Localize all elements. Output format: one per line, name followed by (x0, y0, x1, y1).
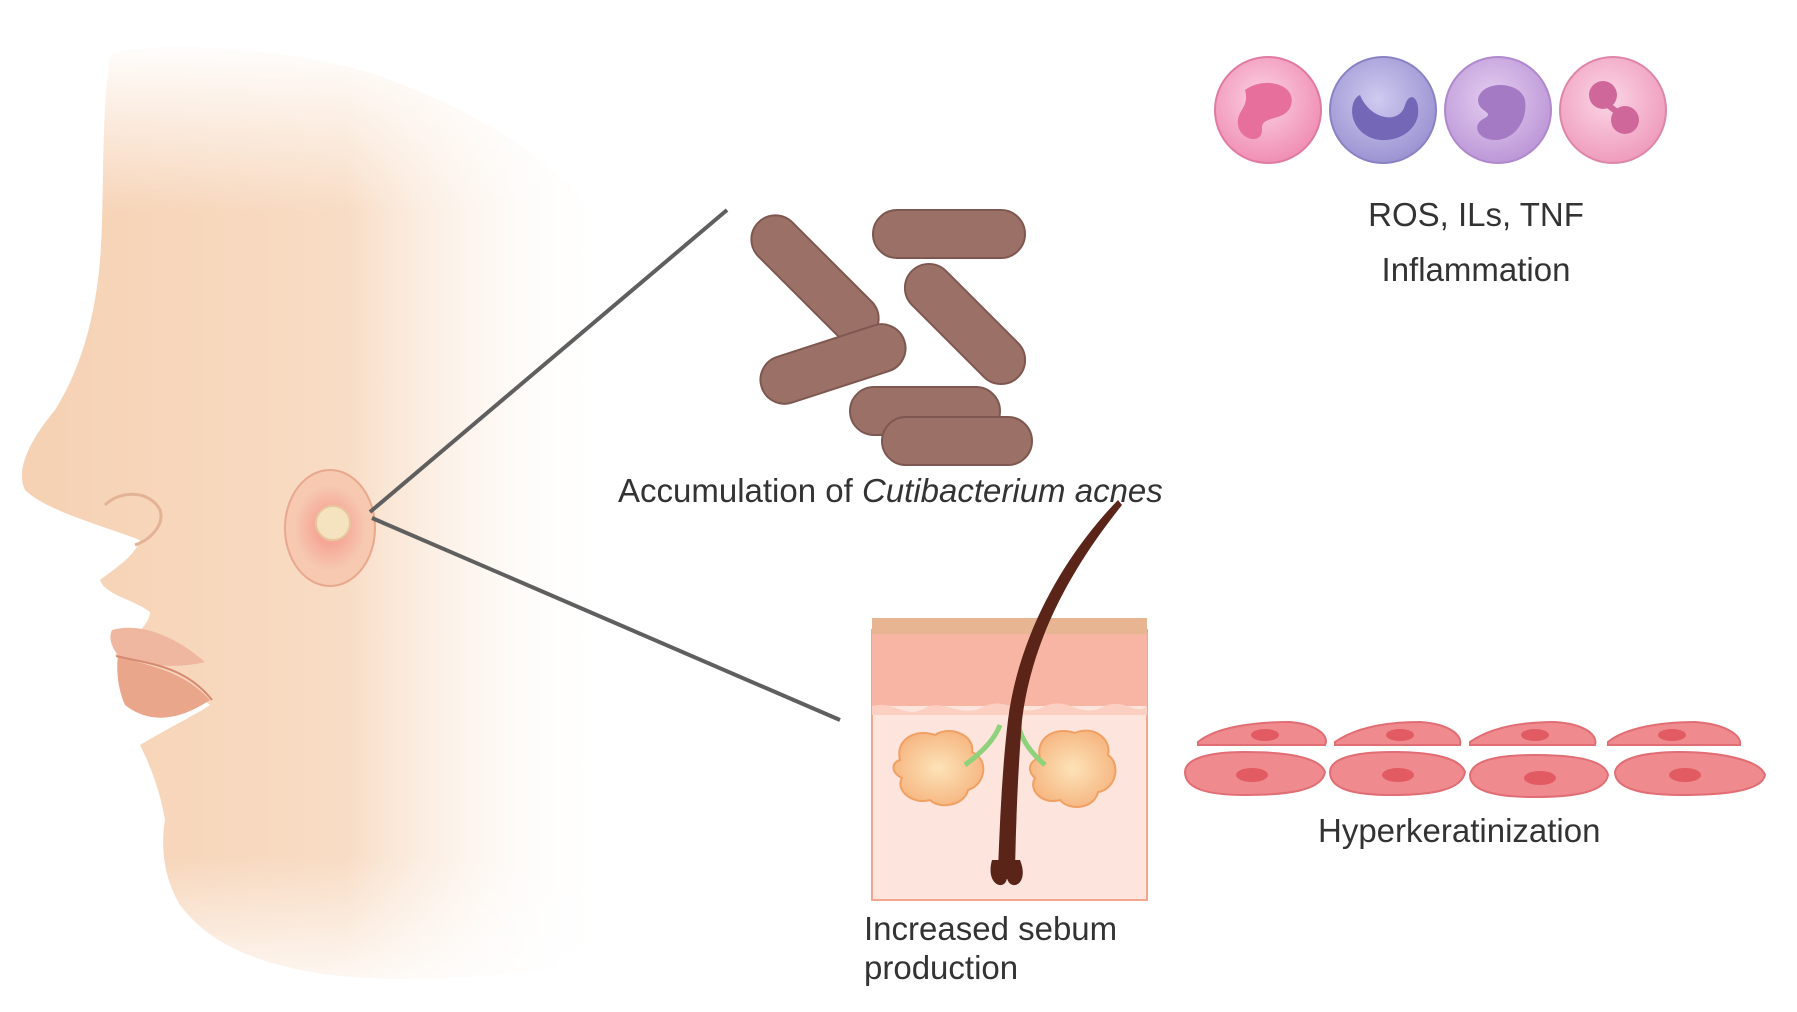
keratinocyte-icon (1469, 720, 1597, 746)
skin-section-icon (871, 500, 1148, 901)
neutrophil-icon (1214, 56, 1322, 164)
connector-to-bacteria (368, 208, 729, 514)
sebum-label-line2: production (864, 948, 1019, 986)
keratinocyte-icon (1607, 720, 1742, 746)
keratinocyte-layer (1183, 720, 1767, 799)
connector-to-skin-section (371, 516, 841, 722)
rod-bacterium-icon (903, 262, 1027, 386)
keratinocyte-icon (1334, 720, 1462, 746)
keratinocyte-icon (1183, 750, 1327, 797)
bacteria-species-name: Cutibacterium acnes (861, 472, 1163, 509)
bacteria-label: Accumulation of Cutibacterium acnes (618, 472, 1163, 511)
hair-icon (990, 500, 1122, 886)
acne-lesion-icon (284, 469, 376, 587)
keratinocyte-icon (1468, 753, 1610, 799)
sebum-label: Increased sebum production (864, 910, 1117, 988)
sebaceous-gland-icon (892, 730, 985, 807)
keratinocyte-icon (1197, 720, 1327, 746)
monocyte-icon (1444, 56, 1552, 164)
inflammation-mediators: ROS, ILs, TNF (1368, 196, 1584, 233)
bacteria-label-prefix: Accumulation of (618, 472, 862, 509)
bacteria-cluster (750, 209, 1033, 466)
sebum-label-line1: Increased sebum (864, 910, 1118, 947)
sebaceous-gland-icon (1028, 729, 1117, 808)
keratinocyte-icon (1328, 750, 1467, 797)
basophil-icon (1329, 56, 1437, 164)
rod-bacterium-icon (872, 209, 1026, 259)
rod-bacterium-icon (759, 323, 907, 405)
keratinocyte-icon (1613, 750, 1767, 797)
eosinophil-icon (1559, 56, 1667, 164)
immune-cells (1214, 56, 1667, 164)
inflammation-title: Inflammation (1381, 250, 1571, 288)
hyperkeratinization-label: Hyperkeratinization (1318, 812, 1601, 849)
connector-lines (368, 208, 841, 722)
inflammation-label: ROS, ILs, TNF Inflammation (1276, 196, 1676, 290)
rod-bacterium-icon (881, 416, 1033, 466)
